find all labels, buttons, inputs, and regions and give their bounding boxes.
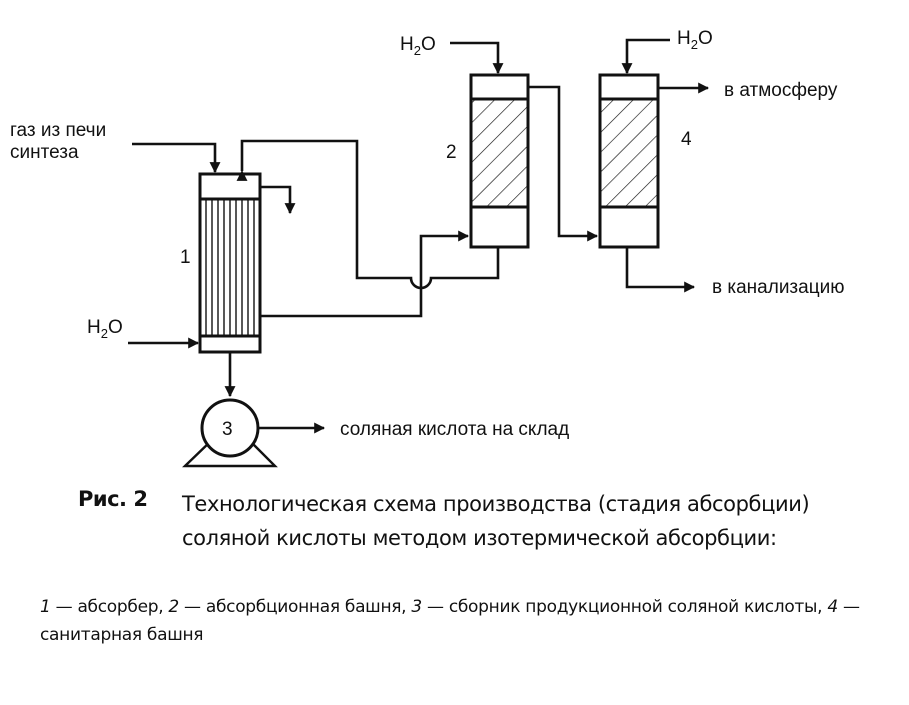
tower2-packing [472,99,527,207]
legend-num-4: 4 [827,597,838,617]
figure-label: Рис. 2 [78,487,148,511]
unit-number-3: 3 [222,419,233,440]
to-sewer-label: в канализацию [712,277,844,298]
drain-to-sewer-line [625,247,696,293]
gas-to-tower2-line [260,230,470,318]
legend-num-2: 2 [168,597,179,617]
absorber-1 [198,172,262,354]
synthesis-gas-label-line1: газ из печи [10,120,106,141]
unit-number-4: 4 [681,129,692,150]
acid-recycle-line [236,139,500,290]
figure-legend: 1 — абсорбер, 2 — абсорбционная башня, 3… [40,593,900,649]
legend-text-3: — сборник продукционной соляной кислоты, [421,597,828,617]
absorption-tower-2 [469,73,530,249]
water-label-tower2: H2O [400,34,436,58]
figure-title: Технологическая схема производства (стад… [182,492,810,550]
svg-text:H2O: H2O [677,28,713,52]
legend-num-1: 1 [40,597,51,617]
water-inlet-tower4-line [621,38,670,75]
absorber-vent-line [260,185,296,215]
absorber-tubes [205,200,255,335]
tower4-packing [601,99,657,207]
water-label-tower4: H2O [677,28,713,52]
legend-text-2: — абсорбционная башня, [178,597,412,617]
svg-text:H2O: H2O [400,34,436,58]
legend-text-1: — абсорбер, [50,597,169,617]
legend-text-4: — санитарная башня [40,597,860,645]
legend-num-3: 3 [411,597,422,617]
synthesis-gas-label-line2: синтеза [10,142,79,163]
water-label-absorber: H2O [87,317,123,341]
sanitary-tower-4 [598,73,660,249]
synthesis-gas-inlet-line [132,142,221,174]
svg-text:H2O: H2O [87,317,123,341]
water-inlet-tower2-line [450,41,504,75]
to-atmosphere-label: в атмосферу [724,80,838,101]
gas-to-tower4-line [528,85,599,242]
unit-number-2: 2 [446,142,457,163]
unit-number-1: 1 [180,247,191,268]
acid-to-storage-label: соляная кислота на склад [340,419,569,440]
